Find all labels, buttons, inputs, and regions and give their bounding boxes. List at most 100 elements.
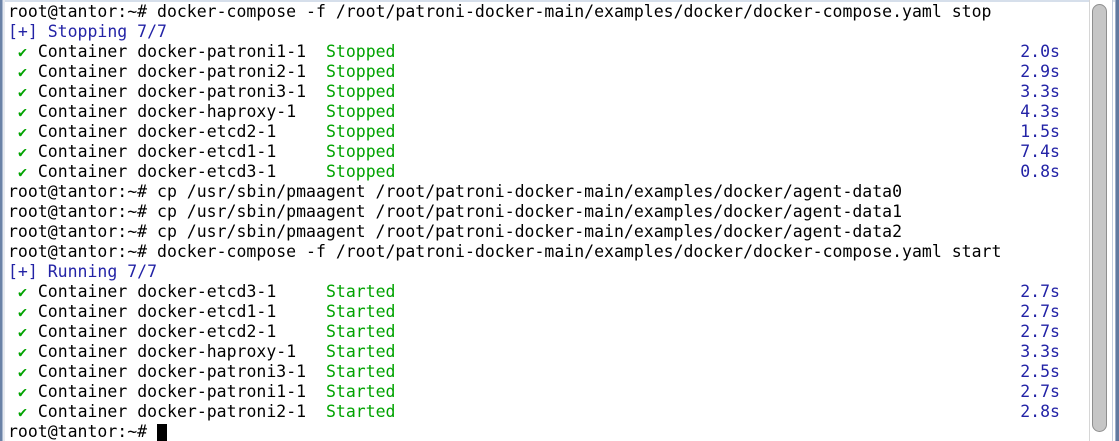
indent: [8, 122, 18, 141]
container-name: Container docker-haproxy-1: [27, 102, 326, 121]
command-text: root@tantor:~# docker-compose -f /root/p…: [8, 2, 992, 21]
window-border-top: [0, 0, 1119, 2]
container-name: Container docker-etcd1-1: [27, 142, 326, 161]
indent: [8, 362, 18, 381]
indent: [8, 142, 18, 161]
compose-progress-text: [+] Stopping 7/7: [8, 22, 167, 41]
container-status: Started: [325, 282, 396, 301]
window-border-left: [0, 0, 2, 441]
container-duration: 7.4s: [1020, 142, 1060, 161]
container-duration: 2.7s: [1020, 382, 1060, 401]
container-row-left: ✔ Container docker-patroni3-1 Started: [8, 362, 396, 382]
container-duration: 2.7s: [1020, 322, 1060, 341]
check-icon: ✔: [17, 63, 27, 81]
container-row-left: ✔ Container docker-etcd1-1 Stopped: [8, 142, 396, 162]
container-row-left: ✔ Container docker-patroni1-1 Stopped: [8, 42, 396, 62]
container-name: Container docker-etcd1-1: [27, 302, 326, 321]
terminal-line-command: root@tantor:~# docker-compose -f /root/p…: [8, 2, 1060, 22]
container-row-left: ✔ Container docker-etcd3-1 Started: [8, 282, 396, 302]
command-text: root@tantor:~# docker-compose -f /root/p…: [8, 242, 1002, 261]
container-status: Started: [325, 362, 396, 381]
indent: [8, 62, 18, 81]
command-text: root@tantor:~# cp /usr/sbin/pmaagent /ro…: [8, 182, 903, 201]
container-status: Started: [325, 302, 396, 321]
container-name: Container docker-patroni2-1: [27, 62, 326, 81]
window-border-right: [1116, 0, 1119, 441]
container-status: Started: [325, 342, 396, 361]
indent: [8, 162, 18, 181]
terminal-line-container-status: ✔ Container docker-patroni3-1 Stopped 3.3…: [8, 82, 1060, 102]
container-status: Stopped: [325, 122, 396, 141]
container-status: Stopped: [325, 62, 396, 81]
container-row-left: ✔ Container docker-haproxy-1 Stopped: [8, 102, 396, 122]
terminal-line-info: [+] Stopping 7/7: [8, 22, 1060, 42]
container-duration: 0.8s: [1020, 162, 1060, 181]
container-status: Stopped: [325, 142, 396, 161]
container-name: Container docker-patroni1-1: [27, 382, 326, 401]
scrollbar-separator: [1089, 0, 1090, 441]
indent: [8, 322, 18, 341]
terminal-line-info: [+] Running 7/7: [8, 262, 1060, 282]
terminal-line-container-status: ✔ Container docker-etcd3-1 Stopped 0.8s: [8, 162, 1060, 182]
check-icon: ✔: [17, 123, 27, 141]
container-status: Started: [325, 402, 396, 421]
container-duration: 3.3s: [1020, 342, 1060, 361]
command-text: root@tantor:~# cp /usr/sbin/pmaagent /ro…: [8, 222, 903, 241]
container-status: Stopped: [325, 162, 396, 181]
container-duration: 2.8s: [1020, 402, 1060, 421]
prompt-text: root@tantor:~#: [8, 422, 168, 441]
container-status: Stopped: [325, 42, 396, 61]
terminal-line-container-status: ✔ Container docker-etcd2-1 Started 2.7s: [8, 322, 1060, 342]
terminal-line-prompt: root@tantor:~#: [8, 422, 1060, 441]
container-duration: 4.3s: [1020, 102, 1060, 121]
terminal-line-command: root@tantor:~# cp /usr/sbin/pmaagent /ro…: [8, 202, 1060, 222]
check-icon: ✔: [17, 83, 27, 101]
scrollbar-thumb[interactable]: [1092, 4, 1107, 432]
container-name: Container docker-patroni3-1: [27, 362, 326, 381]
container-status: Stopped: [325, 82, 396, 101]
container-row-left: ✔ Container docker-patroni2-1 Started: [8, 402, 396, 422]
container-name: Container docker-patroni1-1: [27, 42, 326, 61]
container-name: Container docker-patroni2-1: [27, 402, 326, 421]
indent: [8, 102, 18, 121]
container-duration: 2.7s: [1020, 282, 1060, 301]
container-name: Container docker-etcd3-1: [27, 162, 326, 181]
check-icon: ✔: [17, 403, 27, 421]
container-name: Container docker-etcd2-1: [27, 322, 326, 341]
container-duration: 3.3s: [1020, 82, 1060, 101]
container-name: Container docker-haproxy-1: [27, 342, 326, 361]
container-row-left: ✔ Container docker-patroni2-1 Stopped: [8, 62, 396, 82]
terminal-cursor: [157, 424, 168, 441]
container-duration: 2.7s: [1020, 302, 1060, 321]
check-icon: ✔: [17, 323, 27, 341]
container-row-left: ✔ Container docker-etcd3-1 Stopped: [8, 162, 396, 182]
terminal-line-command: root@tantor:~# docker-compose -f /root/p…: [8, 242, 1060, 262]
check-icon: ✔: [17, 343, 27, 361]
terminal-screen[interactable]: root@tantor:~# docker-compose -f /root/p…: [8, 2, 1060, 441]
indent: [8, 82, 18, 101]
indent: [8, 382, 18, 401]
check-icon: ✔: [17, 383, 27, 401]
container-status: Stopped: [325, 102, 396, 121]
container-row-left: ✔ Container docker-haproxy-1 Started: [8, 342, 396, 362]
window-border-left-inner: [3, 0, 5, 441]
container-row-left: ✔ Container docker-etcd2-1 Stopped: [8, 122, 396, 142]
check-icon: ✔: [17, 43, 27, 61]
container-duration: 2.5s: [1020, 362, 1060, 381]
indent: [8, 302, 18, 321]
terminal-line-container-status: ✔ Container docker-haproxy-1 Stopped 4.3s: [8, 102, 1060, 122]
terminal-line-container-status: ✔ Container docker-haproxy-1 Started 3.3s: [8, 342, 1060, 362]
container-row-left: ✔ Container docker-patroni3-1 Stopped: [8, 82, 396, 102]
container-status: Started: [325, 322, 396, 341]
terminal-line-container-status: ✔ Container docker-patroni3-1 Started 2.5…: [8, 362, 1060, 382]
indent: [8, 402, 18, 421]
terminal-line-container-status: ✔ Container docker-etcd1-1 Stopped 7.4s: [8, 142, 1060, 162]
check-icon: ✔: [17, 103, 27, 121]
compose-progress-text: [+] Running 7/7: [8, 262, 158, 281]
container-name: Container docker-etcd2-1: [27, 122, 326, 141]
